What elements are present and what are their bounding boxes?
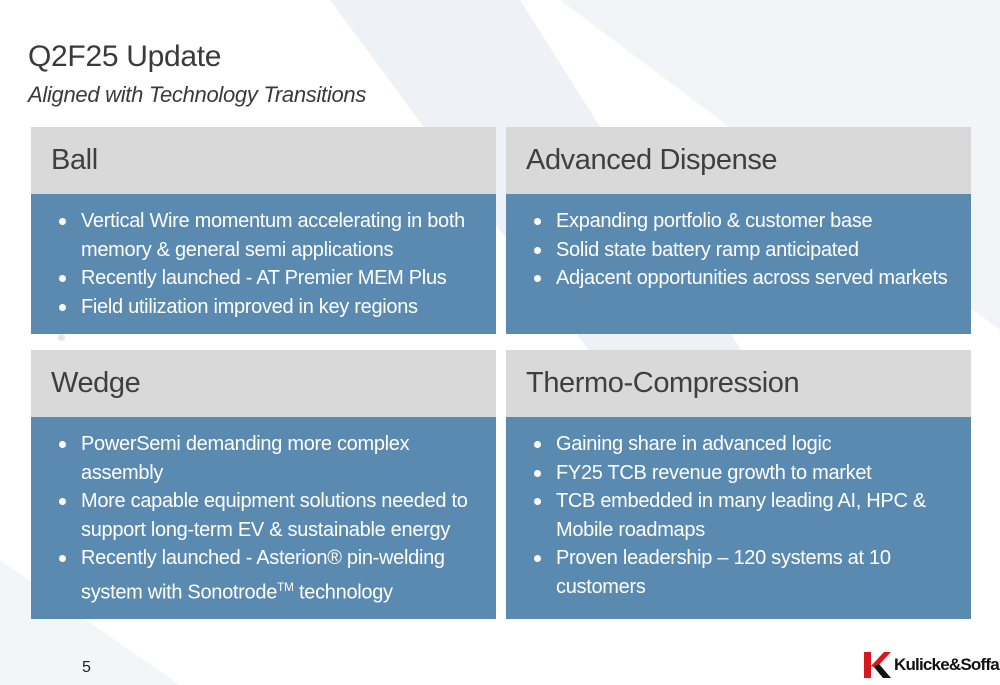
- bullet-list: Vertical Wire momentum accelerating in b…: [57, 207, 484, 321]
- bullet-dot: [534, 246, 541, 254]
- panel-ball: Ball Vertical Wire momentum accelerating…: [31, 127, 496, 334]
- panel-wedge: Wedge PowerSemi demanding more complex a…: [31, 350, 496, 619]
- trademark-mark: TM: [277, 579, 294, 594]
- empty-bullet-dot: [58, 334, 65, 341]
- bullet-dot: [534, 555, 541, 562]
- bullet-list: Gaining share in advanced logic FY25 TCB…: [532, 430, 959, 601]
- bullet-item: Solid state battery ramp anticipated: [532, 236, 959, 265]
- bullet-item: TCB embedded in many leading AI, HPC & M…: [532, 487, 959, 544]
- bullet-dot: [59, 498, 66, 505]
- bullet-dot: [59, 303, 66, 311]
- panel-body: PowerSemi demanding more complex assembl…: [31, 417, 496, 619]
- panel-body: Vertical Wire momentum accelerating in b…: [31, 194, 496, 334]
- bullet-item: FY25 TCB revenue growth to market: [532, 459, 959, 488]
- bullet-item: Gaining share in advanced logic: [532, 430, 959, 459]
- bullet-dot: [59, 218, 66, 225]
- panel-title: Ball: [31, 127, 496, 194]
- logo-text: Kulicke&Soffa: [894, 655, 1000, 674]
- company-logo: Kulicke&Soffa: [862, 650, 1000, 680]
- panel-body: Gaining share in advanced logic FY25 TCB…: [506, 417, 971, 619]
- bullet-item: Recently launched - Asterion® pin-weldin…: [57, 544, 484, 607]
- bullet-dot: [534, 218, 541, 225]
- bullet-dot: [59, 441, 66, 448]
- panel-advanced-dispense: Advanced Dispense Expanding portfolio & …: [506, 127, 971, 334]
- bullet-list: PowerSemi demanding more complex assembl…: [57, 430, 484, 607]
- bullet-item: Expanding portfolio & customer base: [532, 207, 959, 236]
- bullet-item: Adjacent opportunities across served mar…: [532, 264, 959, 293]
- panel-title: Thermo-Compression: [506, 350, 971, 417]
- bullet-dot: [534, 275, 541, 282]
- ks-logo-icon: [864, 652, 891, 678]
- panel-title: Wedge: [31, 350, 496, 417]
- bullet-item: Proven leadership – 120 systems at 10 cu…: [532, 544, 959, 601]
- bullet-dot: [59, 555, 66, 562]
- panel-thermo-compression: Thermo-Compression Gaining share in adva…: [506, 350, 971, 619]
- page-subtitle: Aligned with Technology Transitions: [28, 82, 367, 107]
- bullet-item: PowerSemi demanding more complex assembl…: [57, 430, 484, 487]
- bullet-dot: [59, 275, 66, 282]
- bullet-list: Expanding portfolio & customer base Soli…: [532, 207, 959, 293]
- panel-title: Advanced Dispense: [506, 127, 971, 194]
- bullet-item: Recently launched - AT Premier MEM Plus: [57, 264, 484, 293]
- bullet-item: Field utilization improved in key region…: [57, 293, 484, 322]
- bullet-dot: [534, 498, 541, 505]
- bullet-dot: [534, 469, 541, 477]
- bullet-item: Vertical Wire momentum accelerating in b…: [57, 207, 484, 264]
- page-number: 5: [82, 659, 91, 676]
- panel-body: Expanding portfolio & customer base Soli…: [506, 194, 971, 334]
- bullet-item: More capable equipment solutions needed …: [57, 487, 484, 544]
- page-title: Q2F25 Update: [28, 40, 222, 73]
- bullet-dot: [534, 441, 541, 448]
